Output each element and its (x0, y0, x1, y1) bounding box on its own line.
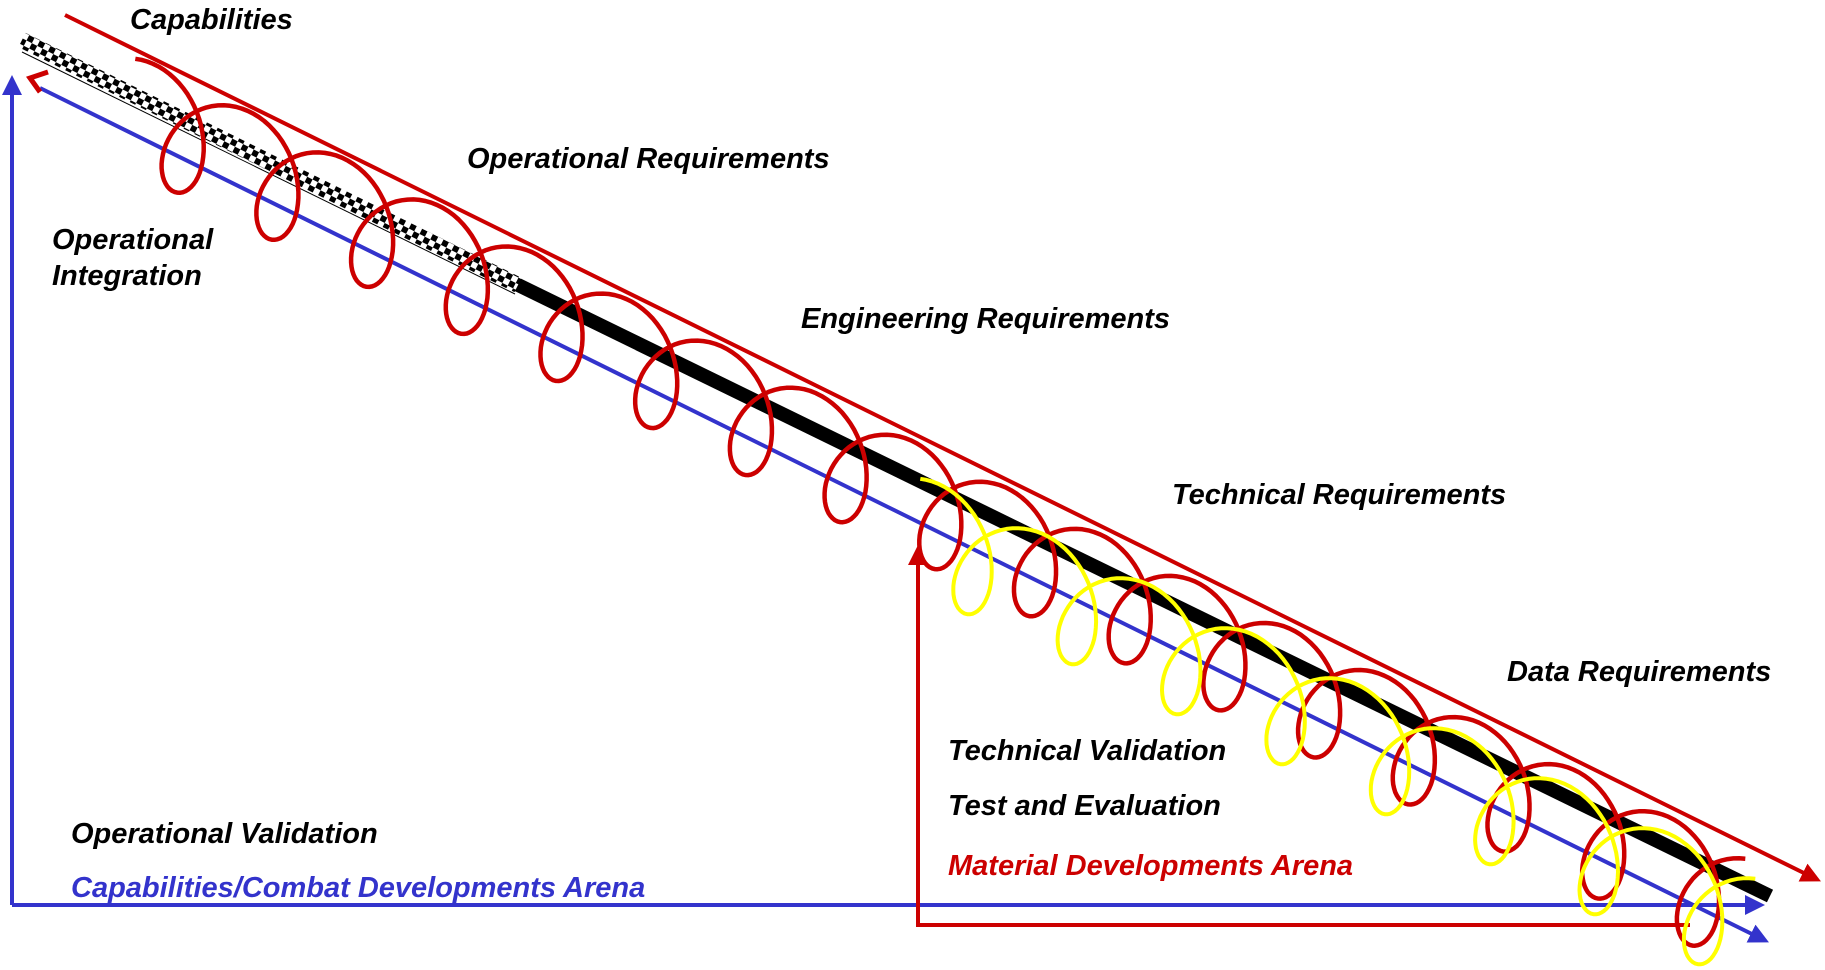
test-and-evaluation-label: Test and Evaluation (948, 790, 1221, 822)
blue-diagonal-arrow (39, 86, 1769, 943)
technical-validation-label: Technical Validation (948, 735, 1227, 767)
technical-requirements-label: Technical Requirements (1172, 479, 1507, 511)
operational-integration-label: Operational Integration (52, 224, 214, 292)
checkered-bar-edge (21, 51, 516, 295)
yellow-spiral-path (919, 476, 1756, 967)
data-requirements-label: Data Requirements (1507, 656, 1772, 688)
red-spiral-path (134, 56, 1746, 948)
material-feedback-frame (908, 545, 1690, 927)
operational-validation-label: Operational Validation (71, 818, 378, 850)
capabilities-arena-label: Capabilities/Combat Developments Arena (71, 872, 646, 904)
operational-requirements-label: Operational Requirements (467, 143, 830, 175)
capabilities-label: Capabilities (130, 4, 293, 36)
red-requirements-spiral (134, 56, 1746, 948)
checkered-process-bar (18, 32, 522, 293)
black-process-bar (508, 275, 1774, 903)
red-return-arrowhead (25, 69, 49, 94)
red-diagonal-arrow (64, 13, 1821, 882)
yellow-validation-spiral (919, 476, 1756, 967)
engineering-requirements-label: Engineering Requirements (801, 303, 1171, 335)
material-arena-label: Material Developments Arena (948, 850, 1354, 882)
